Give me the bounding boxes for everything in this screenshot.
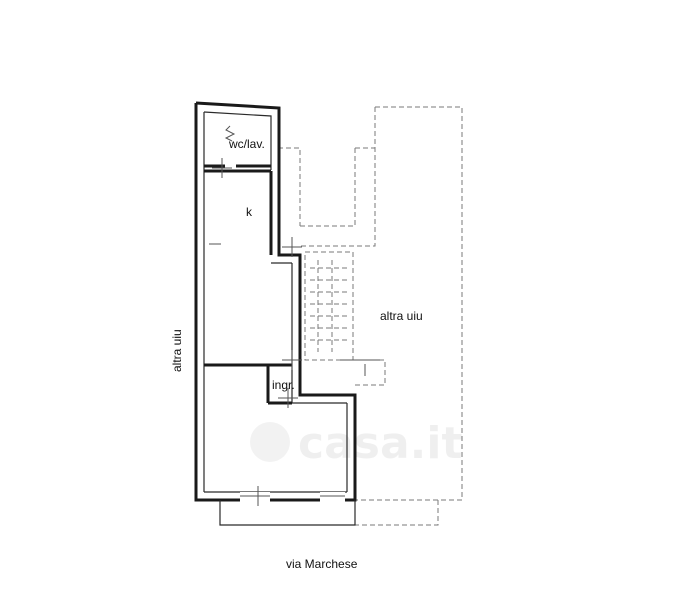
interior-walls <box>204 164 292 405</box>
watermark-text: casa.it <box>298 418 462 469</box>
label-left-neighbor: altra uiu <box>170 329 184 372</box>
room-label-bathroom: wc/lav. <box>228 137 265 151</box>
watermark: casa.it <box>250 418 462 469</box>
room-label-kitchen: k <box>246 205 253 219</box>
label-street: via Marchese <box>286 557 358 571</box>
room-label-entrance: ingr. <box>272 378 295 392</box>
right-neighbor-outline <box>278 106 463 526</box>
cross-markers <box>212 158 380 506</box>
label-right-neighbor: altra uiu <box>380 309 423 323</box>
balcony <box>219 500 356 526</box>
exterior-walls <box>194 101 357 502</box>
staircase <box>304 251 354 361</box>
vent-symbol <box>224 125 236 142</box>
